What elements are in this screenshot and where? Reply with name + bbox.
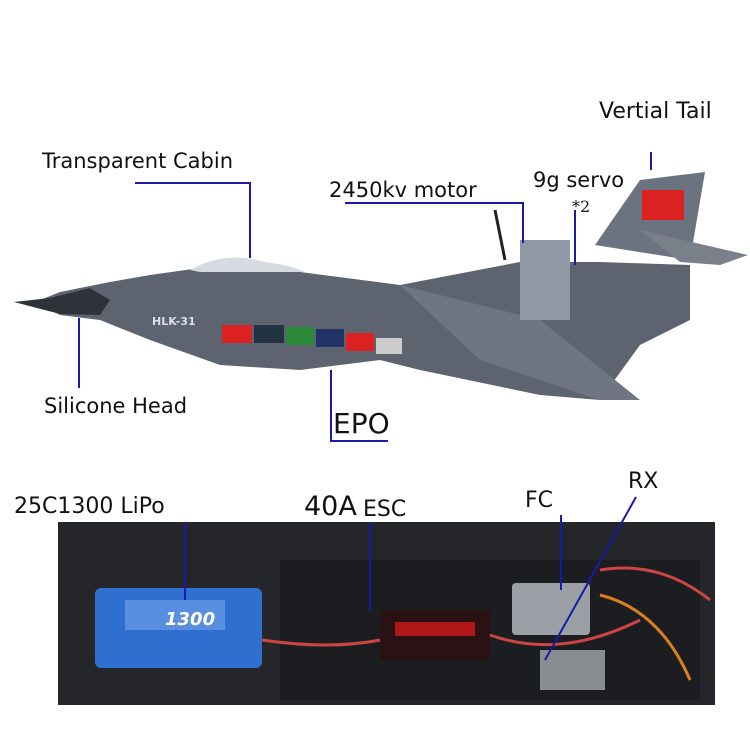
- vertical-tail-label: Vertial Tail: [599, 99, 712, 124]
- servo-count-label: *2: [572, 197, 591, 216]
- jet-photo: HLK-31: [14, 172, 748, 400]
- flight-controller: [512, 583, 590, 635]
- battery-capacity-text: 1300: [165, 609, 215, 630]
- battery-label: 25C1300 LiPo: [14, 494, 165, 519]
- motor-label: 2450kv motor: [329, 178, 477, 202]
- esc-rating-label: 40A: [304, 491, 357, 522]
- fc-label: FC: [525, 488, 554, 513]
- compartment-photo: 1300: [58, 522, 715, 705]
- leader-lines: [78, 152, 652, 661]
- epo-label: EPO: [333, 407, 390, 440]
- servo-label: 9g servo: [533, 168, 625, 192]
- rx-label: RX: [628, 469, 659, 494]
- receiver: [540, 650, 605, 690]
- china-flag: [642, 190, 684, 220]
- transparent-cabin-label: Transparent Cabin: [42, 149, 234, 173]
- cabin-canopy: [190, 257, 305, 272]
- model-code-text: HLK-31: [152, 315, 196, 328]
- silicone-head-label: Silicone Head: [44, 394, 188, 418]
- motor-mount: [520, 240, 570, 320]
- silicone-head-part: [14, 288, 110, 315]
- esc-label: ESC: [363, 497, 407, 522]
